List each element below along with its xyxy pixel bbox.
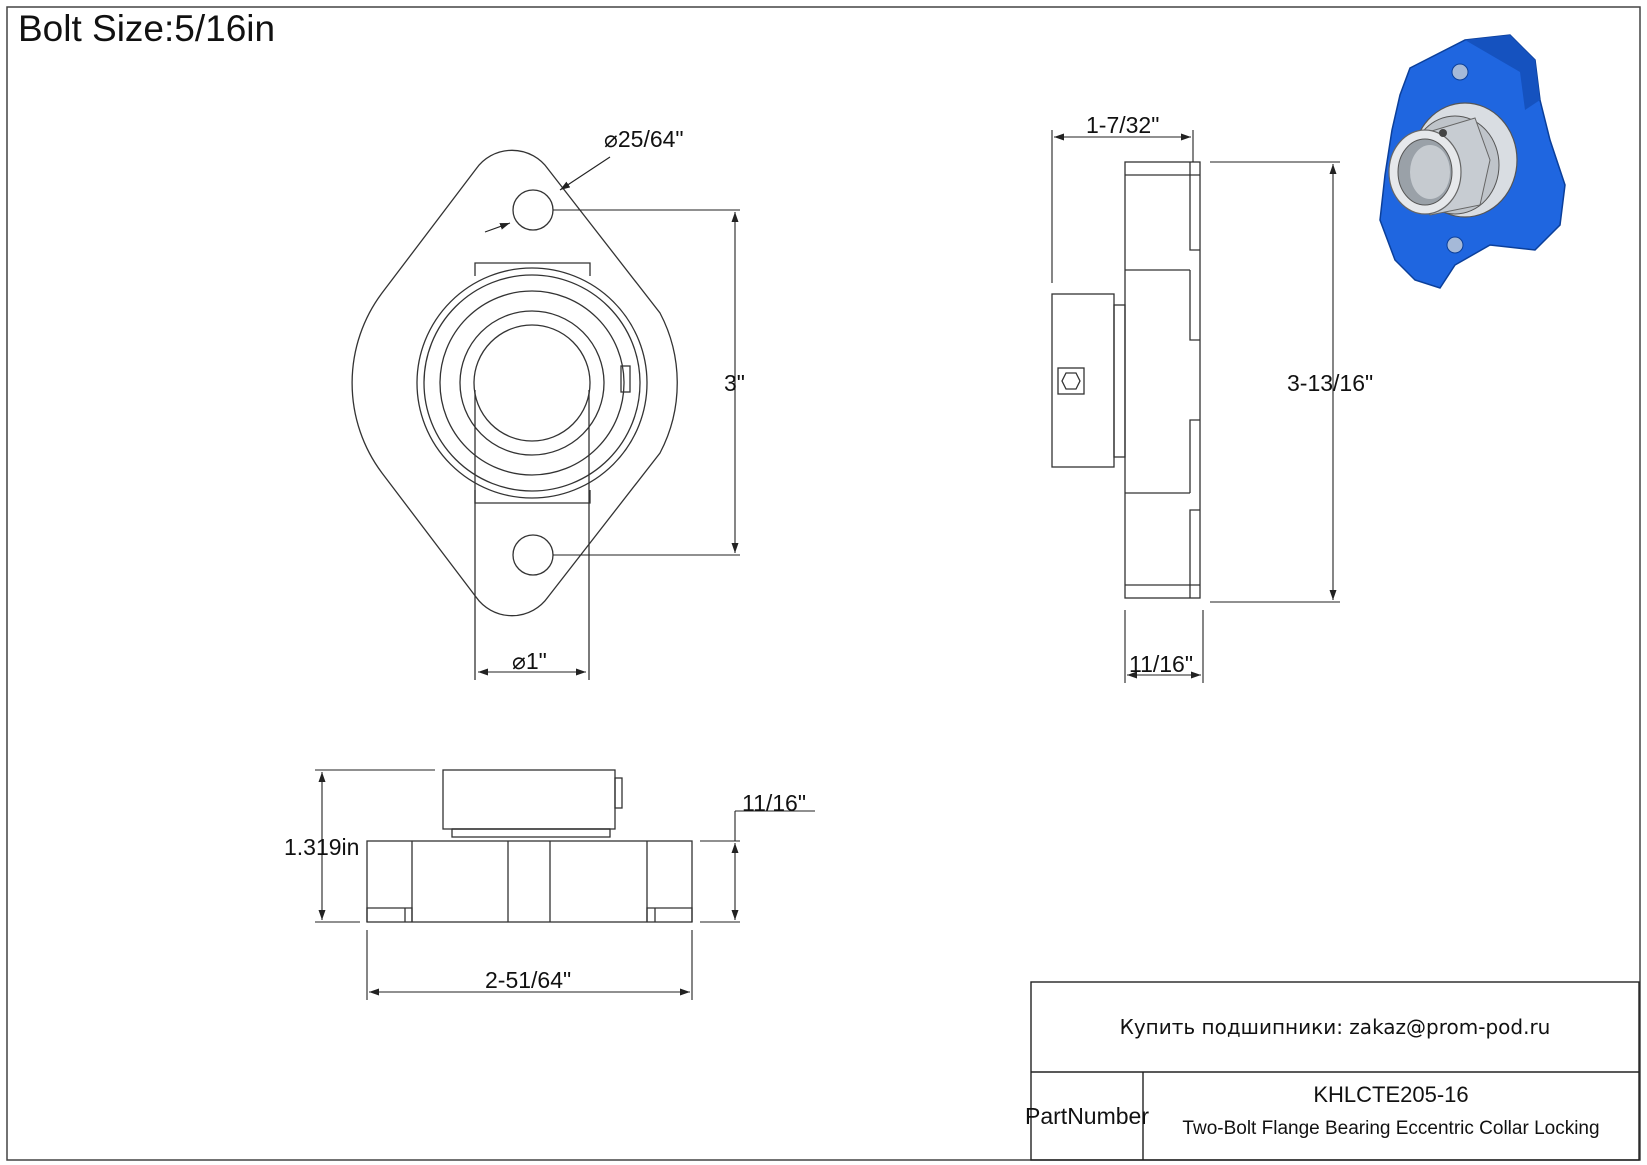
dim-bolt-hole-dia: ⌀25/64": [604, 126, 684, 152]
collar-side: [1051, 293, 1115, 468]
front-dimensions: [478, 156, 740, 676]
dim-overall-height: 3-13/16": [1287, 370, 1374, 396]
inner-race: [459, 310, 605, 456]
collar-bottom-view: [442, 769, 616, 830]
bearing-3d-render: [1379, 34, 1566, 289]
part-number-label: Part Number: [1025, 1072, 1149, 1160]
sheet-border: [6, 6, 1641, 1161]
collar-bottom: [474, 490, 591, 504]
bore-circle: [473, 324, 591, 442]
bolt-hole-bottom: [512, 534, 554, 576]
dim-bore-dia-value: 1": [525, 648, 547, 674]
base-bottom-view: [366, 840, 693, 923]
side-view: [1051, 161, 1201, 599]
setscrew-front: [620, 365, 631, 393]
insert-ring: [439, 290, 625, 476]
title-block: [1030, 981, 1640, 1161]
dim-bolt-spacing: 3": [724, 370, 745, 396]
part-number: KHLCTE205-16: [1313, 1082, 1469, 1107]
dim-bolt-hole-dia-value: 25/64": [617, 126, 684, 152]
housing-ring-outer: [416, 267, 648, 499]
dim-bottom-height: 1.319in: [284, 834, 360, 860]
bottom-view: [366, 769, 693, 923]
dim-flange-thickness-bottom: 11/16": [742, 790, 807, 816]
flange-outline: [351, 149, 678, 617]
part-label-line1: Part: [1025, 1103, 1068, 1129]
dim-flange-thickness-side: 11/16": [1129, 651, 1194, 677]
setscrew-bottom: [614, 777, 623, 809]
dim-bore-dia: ⌀1": [512, 648, 547, 674]
housing-side: [1124, 161, 1201, 599]
part-label-line2: Number: [1067, 1103, 1149, 1129]
page-title: Bolt Size:5/16in: [18, 8, 276, 49]
front-view: [351, 149, 678, 680]
dim-overall-length: 2-51/64": [485, 967, 572, 993]
side-dimensions: [1051, 130, 1340, 683]
housing-ring: [423, 274, 641, 492]
collar-top: [474, 262, 591, 276]
bottom-dimensions: [315, 769, 815, 1000]
part-description: Two-Bolt Flange Bearing Eccentric Collar…: [1182, 1118, 1600, 1139]
bolt-hole-top: [512, 189, 554, 231]
setscrew-hex: [1057, 367, 1085, 395]
dim-side-width: 1-7/32": [1086, 112, 1160, 138]
contact-text: Купить подшипники: zakaz@prom-pod.ru: [1119, 1015, 1551, 1039]
